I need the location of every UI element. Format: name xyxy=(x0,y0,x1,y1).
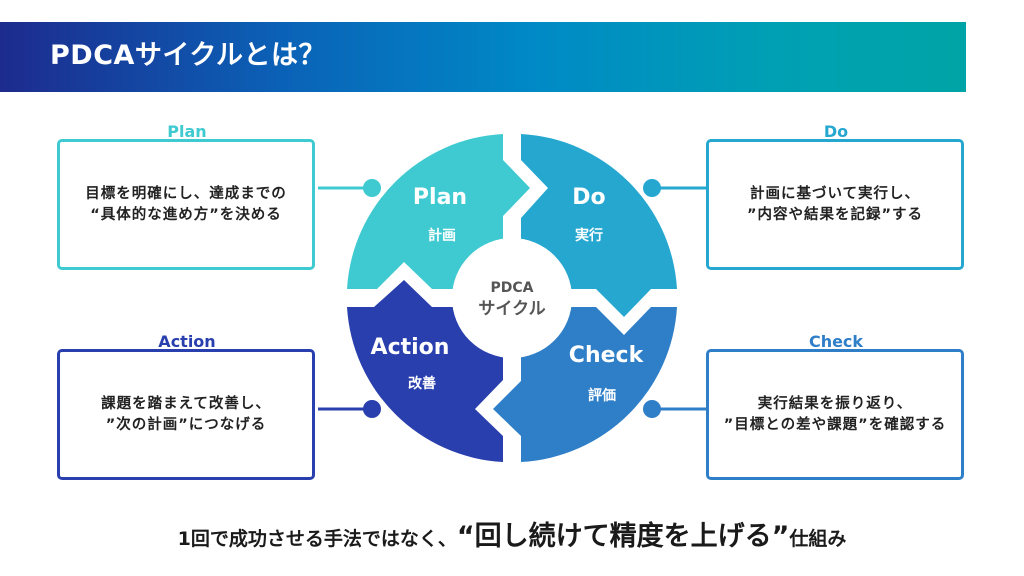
footer-caption-part1: 1回で成功させる手法ではなく、 xyxy=(177,528,457,550)
check-connector-dot xyxy=(643,400,661,418)
do-description-text: 計画に基づいて実行し、 ”内容や結果を記録”する xyxy=(746,185,924,223)
action-segment-subtitle: 改善 xyxy=(408,375,436,392)
do-segment xyxy=(521,134,677,317)
action-segment-title: Action xyxy=(371,335,450,360)
action-description-text: 課題を踏まえて改善し、 ”次の計画”につなげる xyxy=(101,395,271,433)
check-segment-subtitle: 評価 xyxy=(588,387,616,404)
page-title: PDCAサイクルとは？ xyxy=(50,40,327,71)
do-connector-dot xyxy=(643,179,661,197)
plan-connector-dot xyxy=(363,179,381,197)
check-segment-title: Check xyxy=(569,343,645,368)
check-segment xyxy=(493,307,677,462)
footer-caption-part3: 仕組み xyxy=(789,528,847,550)
footer-caption: 1回で成功させる手法ではなく、“回し続けて精度を上げる”仕組み xyxy=(0,514,1024,553)
plan-segment xyxy=(347,134,530,289)
footer-caption-emphasis: “回し続けて精度を上げる” xyxy=(456,521,790,552)
action-box-label: Action xyxy=(158,332,216,351)
do-segment-subtitle: 実行 xyxy=(575,227,603,244)
do-description-box: 計画に基づいて実行し、 ”内容や結果を記録”する xyxy=(706,139,964,270)
do-box-label: Do xyxy=(823,122,849,141)
plan-description-text: 目標を明確にし、達成までの “具体的な進め方”を決める xyxy=(85,185,287,223)
plan-box-label: Plan xyxy=(167,122,207,141)
action-description-box: 課題を踏まえて改善し、 ”次の計画”につなげる xyxy=(57,349,315,480)
do-segment-title: Do xyxy=(572,185,605,210)
plan-description-box: 目標を明確にし、達成までの “具体的な進め方”を決める xyxy=(57,139,315,270)
center-label-line2: サイクル xyxy=(478,299,545,319)
check-description-text: 実行結果を振り返り、 ”目標との差や課題”を確認する xyxy=(723,395,947,433)
plan-segment-title: Plan xyxy=(413,185,467,210)
action-segment xyxy=(347,280,503,462)
center-label-line1: PDCA xyxy=(491,280,534,296)
check-box-label: Check xyxy=(808,332,864,351)
plan-segment-subtitle: 計画 xyxy=(428,227,456,244)
action-connector-dot xyxy=(363,400,381,418)
title-bar: PDCAサイクルとは？ xyxy=(0,22,966,92)
check-description-box: 実行結果を振り返り、 ”目標との差や課題”を確認する xyxy=(706,349,964,480)
center-circle xyxy=(452,238,572,358)
